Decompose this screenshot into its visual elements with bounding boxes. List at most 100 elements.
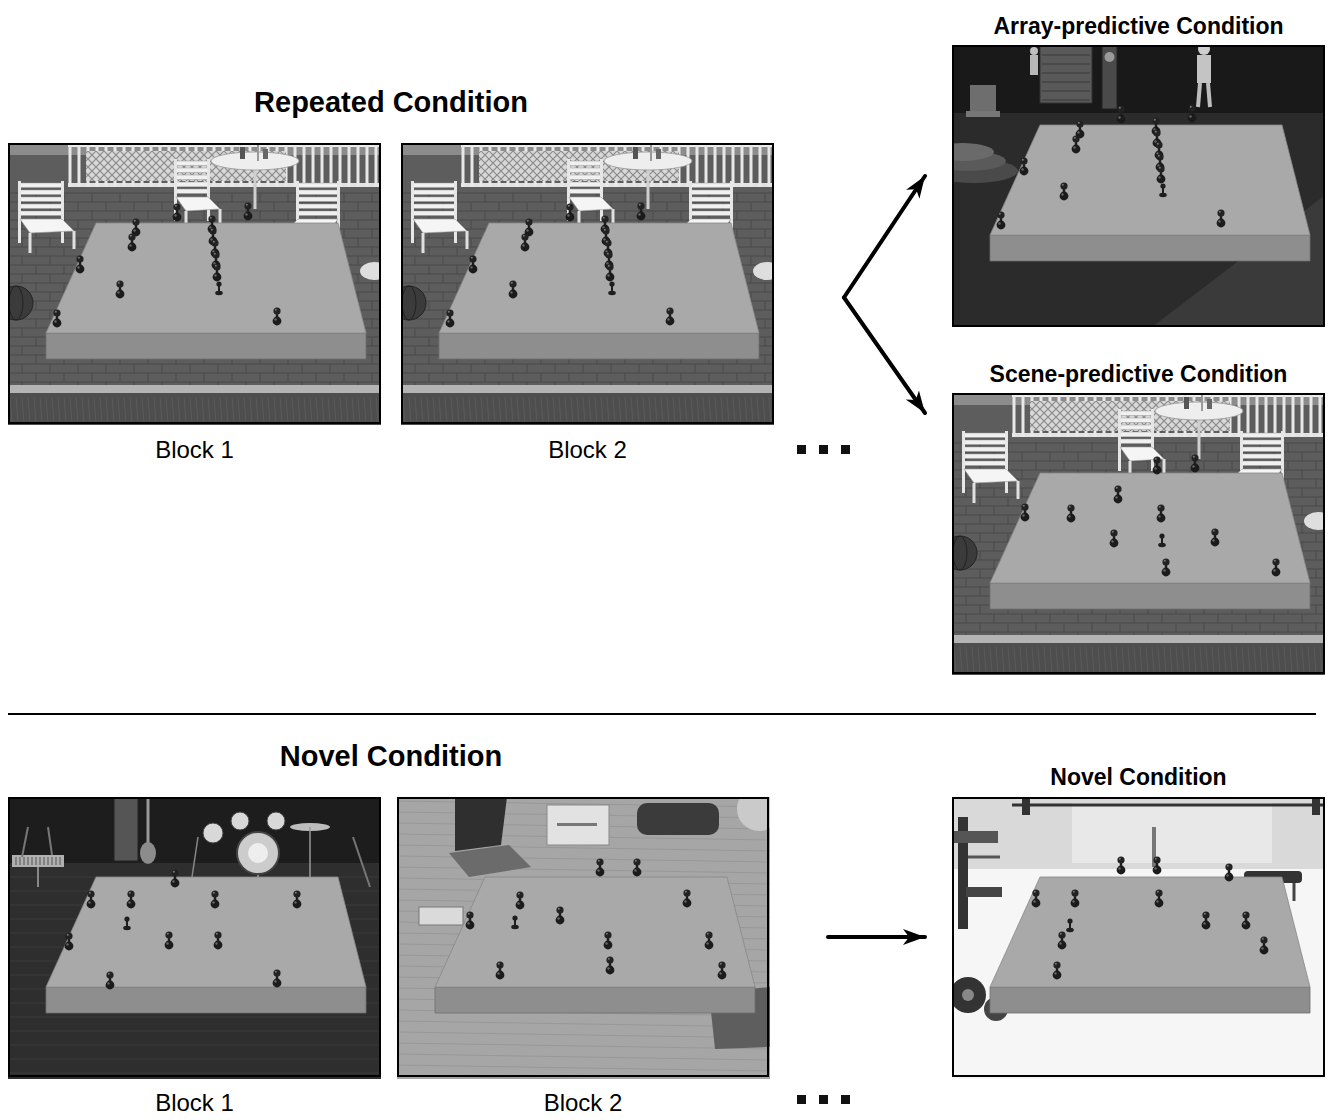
railing-post xyxy=(696,143,699,187)
grass-blade xyxy=(214,397,216,423)
grass-blade xyxy=(76,397,78,423)
scene-render xyxy=(0,133,388,425)
brick-joint xyxy=(92,373,93,382)
brick-joint xyxy=(358,364,359,373)
grass-blade xyxy=(352,397,354,423)
brick-joint xyxy=(64,247,65,256)
chair-slat xyxy=(1120,432,1152,437)
grass-blade xyxy=(1014,647,1016,673)
item-highlight xyxy=(1068,515,1070,517)
brick-joint xyxy=(415,328,416,337)
scene-content xyxy=(952,797,1325,1079)
brick-joint xyxy=(1078,452,1079,461)
item-highlight xyxy=(668,309,670,311)
item-base xyxy=(165,941,174,950)
search-item xyxy=(496,961,505,979)
grass-blade xyxy=(1242,647,1244,673)
brick-joint xyxy=(120,373,121,382)
item-highlight xyxy=(245,213,247,215)
patio-table xyxy=(1155,402,1243,420)
grass-blade xyxy=(1038,647,1040,673)
item-head xyxy=(604,931,611,938)
item-highlight xyxy=(598,860,600,862)
item-head xyxy=(1153,456,1160,463)
grass-blade xyxy=(262,397,264,423)
grass-blade xyxy=(280,397,282,423)
item-head xyxy=(211,890,218,897)
brick-joint xyxy=(358,202,359,211)
keyboard-key xyxy=(20,857,21,865)
brick-joint xyxy=(232,193,233,202)
item-highlight xyxy=(1213,530,1215,532)
item-head xyxy=(1155,141,1162,148)
brick-joint xyxy=(1148,623,1149,632)
brick-joint xyxy=(765,337,766,346)
item-base xyxy=(556,916,565,925)
brick-joint xyxy=(78,238,79,247)
search-item xyxy=(606,263,615,281)
brick-joint xyxy=(980,605,981,614)
item-base xyxy=(637,212,646,221)
search-item xyxy=(1020,157,1029,175)
brick-joint xyxy=(443,292,444,301)
search-item xyxy=(127,890,136,908)
item-highlight xyxy=(557,917,559,919)
brick-joint xyxy=(1036,623,1037,632)
pumpkin-ridge xyxy=(953,536,967,570)
chair-slat xyxy=(413,211,455,216)
item-highlight xyxy=(468,913,470,915)
item-head xyxy=(521,233,528,240)
brick-joint xyxy=(372,373,373,382)
brick-joint xyxy=(92,193,93,202)
brick-joint xyxy=(499,202,500,211)
mannequin-leg xyxy=(1198,83,1200,107)
railing-post xyxy=(1013,393,1016,437)
ellipsis-dot xyxy=(841,445,850,454)
search-item xyxy=(1153,456,1162,474)
brick-joint xyxy=(1316,569,1317,578)
chair-slat xyxy=(964,461,1006,466)
railing-post xyxy=(741,143,744,187)
search-item xyxy=(1158,533,1166,547)
grass-blade xyxy=(475,397,477,423)
brick-joint xyxy=(1064,623,1065,632)
brick-joint xyxy=(1008,623,1009,632)
search-item xyxy=(1067,504,1076,522)
item-head xyxy=(208,215,215,222)
brick-joint xyxy=(1246,614,1247,623)
board-front xyxy=(46,987,366,1013)
machine-seat xyxy=(966,887,1002,897)
grass-blade xyxy=(70,397,72,423)
grass-blade xyxy=(511,397,513,423)
item-head xyxy=(637,202,644,209)
grass-blade xyxy=(1248,647,1250,673)
item-highlight xyxy=(175,205,177,207)
grass-blade xyxy=(316,397,318,423)
chair-post xyxy=(18,181,21,243)
item-highlight xyxy=(1062,184,1064,186)
grass-blade xyxy=(244,397,246,423)
chair-post xyxy=(411,181,414,243)
brick-joint xyxy=(625,211,626,220)
grass-blade xyxy=(1296,647,1298,673)
grass-blade xyxy=(1176,647,1178,673)
chair-slat xyxy=(413,204,455,209)
grass-blade xyxy=(655,397,657,423)
brick-joint xyxy=(765,283,766,292)
brick-joint xyxy=(443,364,444,373)
scene-render xyxy=(8,797,381,1079)
item-highlight xyxy=(214,253,216,255)
brick-joint xyxy=(994,542,995,551)
item-base xyxy=(244,212,253,221)
brick-joint xyxy=(288,373,289,382)
patio-chair xyxy=(567,159,613,231)
chair-slat xyxy=(691,183,731,188)
brick-joint xyxy=(457,283,458,292)
brick-joint xyxy=(50,364,51,373)
chair-slat xyxy=(176,168,208,173)
item-highlight xyxy=(522,244,524,246)
chair-slat xyxy=(176,182,208,187)
brick-joint xyxy=(1302,488,1303,497)
item-highlight xyxy=(470,266,472,268)
item-highlight xyxy=(998,222,1000,224)
